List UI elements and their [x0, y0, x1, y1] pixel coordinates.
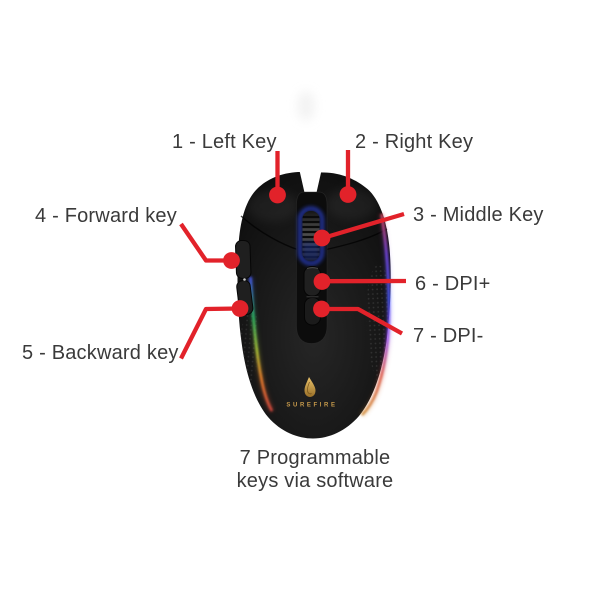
flame-logo-detail — [306, 381, 312, 395]
scroll-wheel-blue-tint — [302, 242, 320, 261]
callout-dot-middle-key — [313, 229, 331, 247]
caption: 7 Programmable keys via software — [140, 447, 490, 493]
rgb-strip-right — [360, 213, 392, 417]
callout-label-dpi-plus: 6 - DPI+ — [415, 273, 491, 295]
callout-label-left-key: 1 - Left Key — [172, 131, 277, 153]
callout-dot-forward-key — [223, 252, 240, 269]
callout-line-dpi-minus — [322, 306, 404, 336]
button-gap — [299, 170, 322, 197]
callout-line-backward-key — [179, 306, 241, 360]
callout-label-right-key: 2 - Right Key — [355, 131, 474, 153]
cable-smudge — [297, 91, 315, 121]
callout-dot-backward-key — [231, 300, 249, 317]
dpi-button-highlight — [306, 267, 319, 269]
callouts — [179, 150, 407, 360]
callout-dot-left-key — [269, 186, 286, 204]
callout-dot-right-key — [339, 186, 357, 203]
callout-dot-dpi-minus — [313, 300, 330, 318]
right-button-seam — [323, 228, 388, 251]
left-button-seam — [240, 215, 300, 251]
callout-dot-dpi-plus — [313, 273, 331, 290]
sheen-right-button — [326, 188, 378, 220]
callout-label-backward-key: 5 - Backward key — [22, 342, 179, 364]
callout-line-forward-key — [179, 222, 231, 263]
side-button-notch — [243, 278, 246, 281]
brand-logo: SUREFIRE — [286, 377, 337, 409]
callout-label-middle-key: 3 - Middle Key — [413, 204, 544, 226]
callout-line-middle-key — [322, 211, 405, 241]
callout-label-dpi-minus: 7 - DPI- — [413, 325, 484, 347]
caption-line-1: 7 Programmable — [239, 447, 391, 469]
flame-logo-icon — [304, 377, 316, 397]
callout-label-forward-key: 4 - Forward key — [35, 205, 177, 227]
brand-text: SUREFIRE — [286, 403, 337, 409]
caption-line-2: keys via software — [236, 470, 394, 492]
